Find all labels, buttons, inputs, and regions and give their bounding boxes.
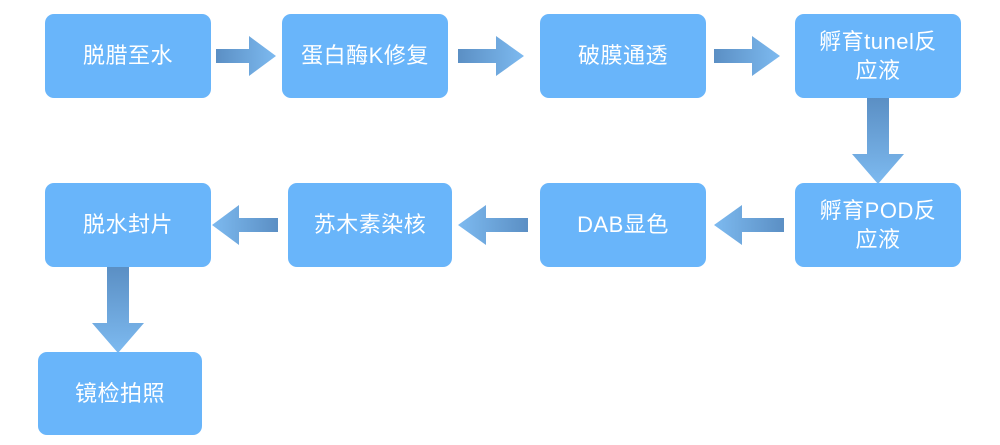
flow-node-sumusu-ranhe[interactable]: 苏木素染核 bbox=[288, 183, 452, 267]
flow-arrow-right-1 bbox=[216, 36, 276, 76]
flow-node-label: 蛋白酶K修复 bbox=[301, 43, 429, 69]
flow-node-jingjian-paizhao[interactable]: 镜检拍照 bbox=[38, 352, 202, 435]
flow-arrow-down-left bbox=[92, 267, 144, 353]
flow-node-dab-xianse[interactable]: DAB显色 bbox=[540, 183, 706, 267]
flow-node-label: 孵育tunel反 应液 bbox=[819, 28, 937, 83]
flow-node-pomo-tongtou[interactable]: 破膜通透 bbox=[540, 14, 706, 98]
flow-node-label: 脱腊至水 bbox=[82, 43, 173, 69]
flow-node-tuola-zhishui[interactable]: 脱腊至水 bbox=[45, 14, 211, 98]
flow-node-label: 破膜通透 bbox=[577, 43, 668, 69]
flow-arrow-right-2 bbox=[458, 36, 524, 76]
flow-node-danbaimeik-xiufu[interactable]: 蛋白酶K修复 bbox=[282, 14, 448, 98]
flow-node-label: DAB显色 bbox=[577, 212, 669, 238]
flow-arrow-right-3 bbox=[714, 36, 780, 76]
flow-node-fuyu-pod-fanyingye[interactable]: 孵育POD反 应液 bbox=[795, 183, 961, 267]
flow-node-label: 苏木素染核 bbox=[313, 212, 427, 238]
flow-node-fuyu-tunel-fanyingye[interactable]: 孵育tunel反 应液 bbox=[795, 14, 961, 98]
flow-node-label: 镜检拍照 bbox=[74, 380, 165, 406]
flow-arrow-left-2 bbox=[458, 205, 528, 245]
flow-arrow-left-1 bbox=[714, 205, 784, 245]
flow-arrow-left-3 bbox=[212, 205, 278, 245]
flow-node-label: 孵育POD反 应液 bbox=[819, 197, 937, 252]
flow-node-label: 脱水封片 bbox=[82, 212, 173, 238]
flow-arrow-down-right bbox=[852, 98, 904, 184]
flow-node-tuoshui-fengpian[interactable]: 脱水封片 bbox=[45, 183, 211, 267]
